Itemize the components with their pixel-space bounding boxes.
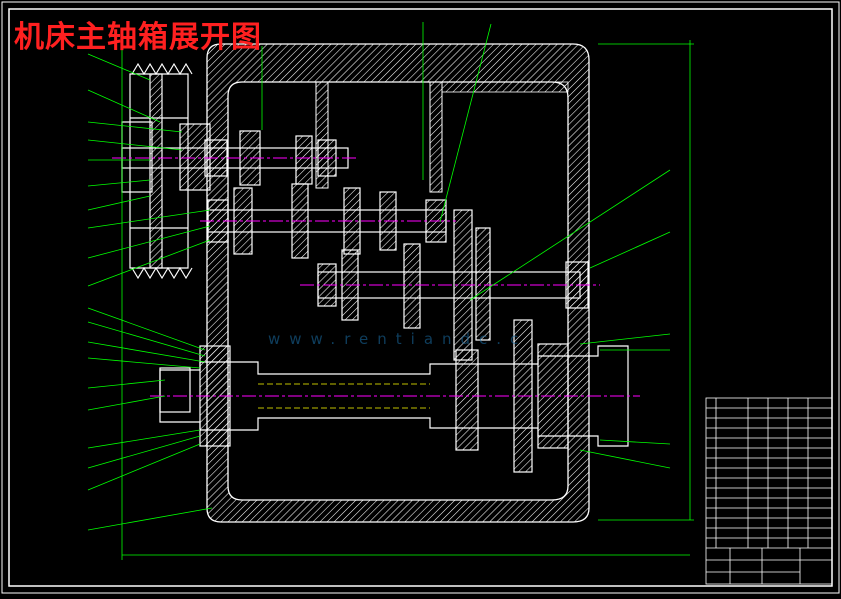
title-block [705,397,833,585]
leader-lines [87,22,694,560]
inner-border [8,8,833,587]
drawing-title: 机床主轴箱展开图 [14,20,262,55]
watermark: www.rentiandc.c [268,330,528,348]
pulley [129,62,193,280]
centerlines [112,157,640,397]
